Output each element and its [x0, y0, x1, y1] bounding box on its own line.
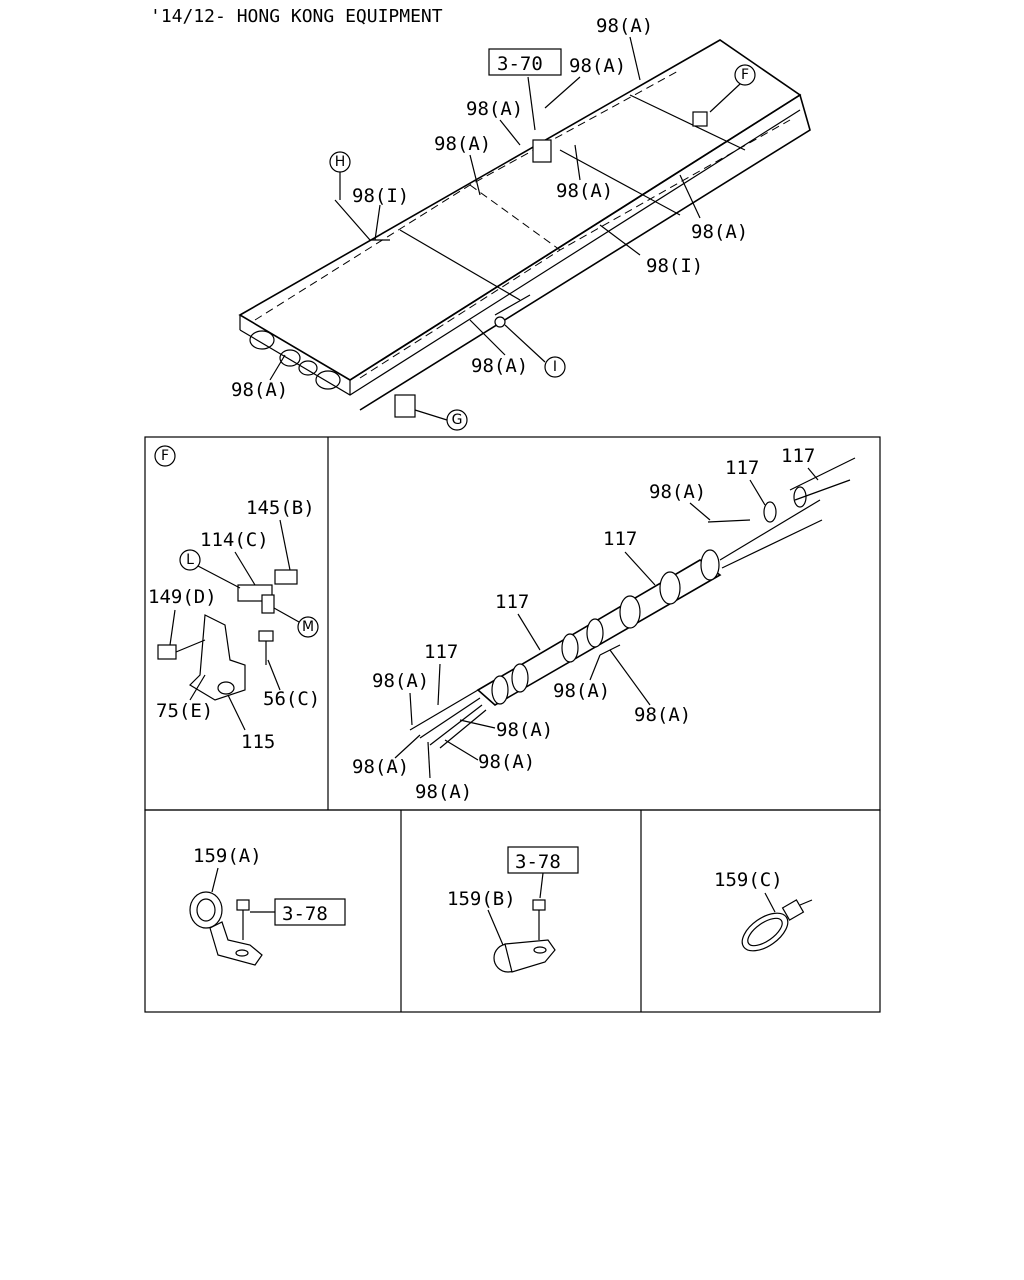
chassis-frame-drawing — [238, 39, 811, 418]
harness-label-98a: 98(A) — [634, 704, 691, 726]
svg-text:F: F — [741, 67, 749, 83]
bolt-149d — [157, 644, 177, 660]
callout-g[interactable]: G — [414, 409, 468, 431]
detail-panel-bottom — [144, 809, 881, 1013]
harness-label-117: 117 — [603, 528, 637, 550]
label-145b: 145(B) — [246, 497, 315, 519]
callout-f[interactable]: F — [709, 64, 756, 113]
overview-label-98i: 98(I) — [352, 185, 409, 207]
harness-label-98a: 98(A) — [553, 680, 610, 702]
overview-leader-lines — [269, 36, 701, 381]
bolt-clip-b — [532, 899, 546, 911]
ref-box-3-78[interactable]: 3-78 — [250, 898, 346, 926]
label-115: 115 — [241, 731, 275, 753]
svg-text:G: G — [452, 412, 463, 428]
panel-f-callout: F — [161, 448, 169, 464]
label-159c: 159(C) — [714, 869, 783, 891]
panel-f: F L M 145(B) 114(C) 149(D) 56(C) 75(E) — [148, 445, 320, 753]
harness-label-117: 117 — [725, 457, 759, 479]
nut-115 — [217, 681, 235, 695]
callout-m: M — [302, 619, 314, 635]
overview-label-98a: 98(A) — [569, 55, 626, 77]
overview-label-98a: 98(A) — [556, 180, 613, 202]
svg-text:3-70: 3-70 — [497, 53, 543, 75]
panel-clip-b: 159(B) — [447, 888, 556, 973]
label-159b: 159(B) — [447, 888, 516, 910]
harness-label-98a: 98(A) — [478, 751, 535, 773]
elbow-145b — [274, 569, 298, 585]
overview-label-98a: 98(A) — [596, 15, 653, 37]
bolt-clip-a — [236, 899, 250, 911]
panel-clip-a: 159(A) — [189, 845, 263, 966]
svg-text:H: H — [335, 154, 346, 170]
svg-text:I: I — [553, 359, 557, 375]
panel-harness — [409, 457, 856, 749]
harness-label-117: 117 — [781, 445, 815, 467]
harness-label-117: 117 — [424, 641, 458, 663]
overview-label-98i: 98(I) — [646, 255, 703, 277]
label-114c: 114(C) — [200, 529, 269, 551]
label-75e: 75(E) — [156, 700, 213, 722]
harness-label-98a: 98(A) — [372, 670, 429, 692]
page-title: '14/12- HONG KONG EQUIPMENT — [150, 6, 443, 27]
ref-box-3-78[interactable]: 3-78 — [507, 846, 579, 899]
svg-text:3-78: 3-78 — [515, 851, 561, 873]
cable-tie-159c — [741, 912, 789, 952]
harness-label-98a: 98(A) — [415, 781, 472, 803]
overview-label-98a: 98(A) — [466, 98, 523, 120]
ref-box-3-70[interactable]: 3-70 — [488, 48, 562, 76]
overview-label-98a: 98(A) — [231, 379, 288, 401]
bracket-75e — [189, 614, 246, 701]
callout-h[interactable]: H — [329, 151, 351, 200]
harness-label-117: 117 — [495, 591, 529, 613]
overview-label-98a: 98(A) — [471, 355, 528, 377]
svg-text:3-78: 3-78 — [282, 903, 328, 925]
harness-label-98a: 98(A) — [352, 756, 409, 778]
harness-label-98a: 98(A) — [649, 481, 706, 503]
label-56c: 56(C) — [263, 688, 320, 710]
overview-label-98a: 98(A) — [691, 221, 748, 243]
callout-i[interactable]: I — [504, 324, 566, 378]
overview-label-98a: 98(A) — [434, 133, 491, 155]
bolt-56c — [258, 630, 274, 642]
harness-label-98a: 98(A) — [496, 719, 553, 741]
callout-l: L — [186, 552, 194, 568]
label-159a: 159(A) — [193, 845, 262, 867]
label-149d: 149(D) — [148, 586, 217, 608]
panel-tie-c: 159(C) — [714, 869, 813, 952]
